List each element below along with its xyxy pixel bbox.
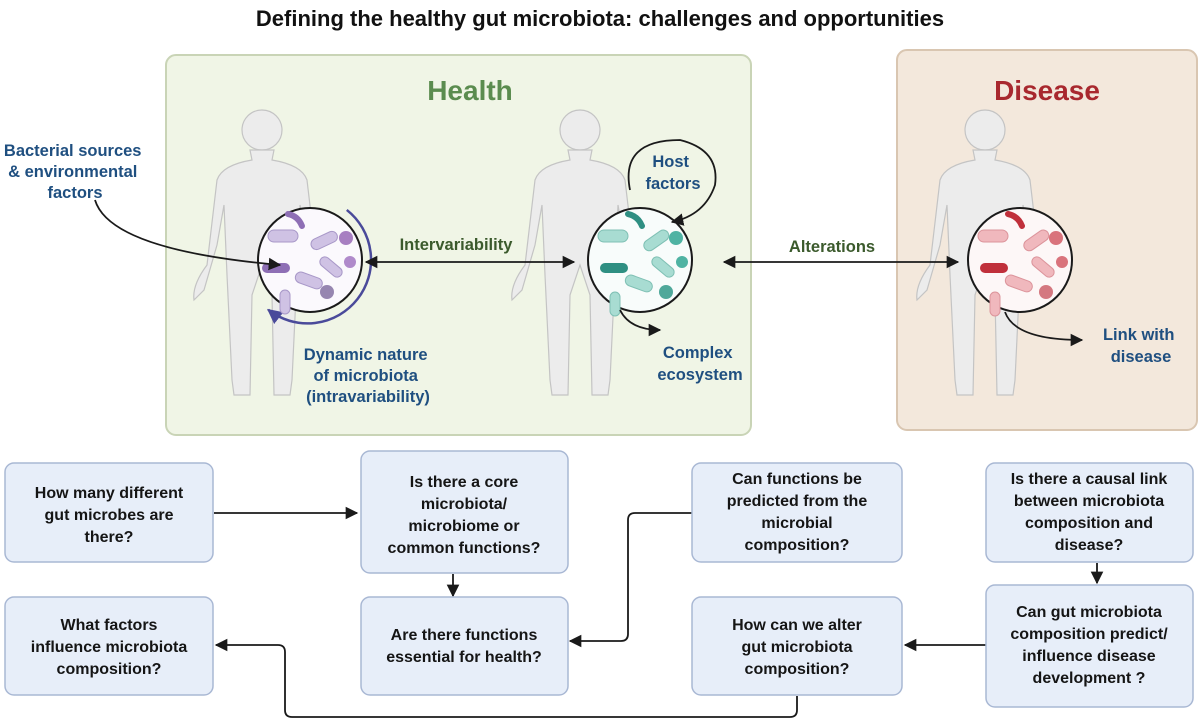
complex-ecosystem-arrow (619, 309, 662, 337)
alterations-label: Alterations (789, 238, 875, 256)
complex-ecosystem-label: Complex ecosystem (657, 344, 742, 384)
flow-arrow (568, 512, 692, 648)
disease-microbiota-circle (967, 207, 1073, 317)
health-title: Health (427, 75, 513, 106)
host-factors-arrow (627, 139, 717, 226)
flow-arrow (214, 638, 798, 718)
host-factors-label: Host factors (645, 153, 700, 193)
disease-title: Disease (994, 75, 1100, 106)
dynamic-nature-label: Dynamic nature of microbiota (intravaria… (304, 346, 432, 406)
bacterial-sources-label: Bacterial sources & environmental factor… (4, 142, 146, 202)
host-microbiota-circle (587, 207, 693, 317)
bacterial-sources-arrow (94, 199, 282, 271)
intervariability-label: Intervariability (400, 236, 514, 254)
diagram-title: Defining the healthy gut microbiota: cha… (256, 6, 944, 31)
link-disease-arrow (1004, 311, 1084, 347)
link-with-disease-label: Link with disease (1103, 326, 1179, 366)
health-microbiota-circle (257, 207, 373, 325)
health-panel: Health (165, 54, 752, 436)
